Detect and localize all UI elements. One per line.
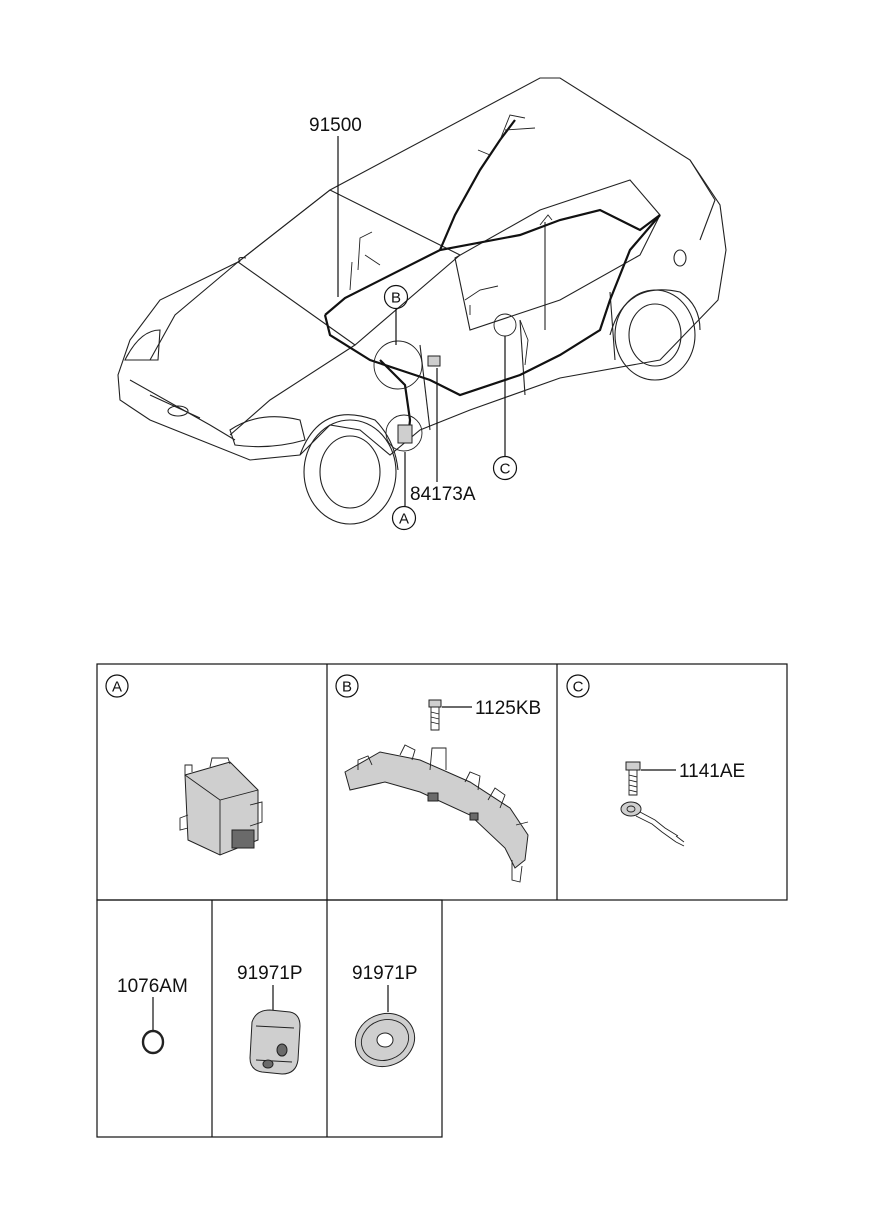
svg-text:B: B: [342, 679, 352, 696]
part-number-91971P-round: 91971P: [352, 963, 418, 984]
part-number-84173A: 84173A: [410, 484, 476, 505]
part-number-1125KB: 1125KB: [475, 698, 541, 719]
panel-c-label: C: [566, 674, 590, 698]
car-illustration: [117, 77, 727, 525]
part-number-91971P-rect: 91971P: [237, 963, 303, 984]
panel-a: A: [105, 674, 263, 856]
part-number-1076AM: 1076AM: [117, 976, 188, 997]
grommet-round-part: [354, 1013, 416, 1067]
panel-c: C 1141AE: [566, 674, 745, 847]
callout-a-marker: A: [391, 505, 417, 531]
ground-terminal-part: [620, 801, 685, 847]
bolt-1141AE-part: [625, 761, 641, 796]
panel-b-label: B: [335, 674, 359, 698]
svg-text:C: C: [500, 461, 511, 478]
control-module-part: [179, 757, 263, 856]
part-number-1141AE: 1141AE: [679, 761, 745, 782]
callout-b-marker: B: [383, 284, 409, 310]
panel-grommet-rect: 91971P: [237, 963, 303, 1075]
svg-text:B: B: [391, 290, 401, 307]
panel-grommet-round: 91971P: [352, 963, 418, 1067]
panel-a-label: A: [105, 674, 129, 698]
panel-ring: 1076AM: [117, 976, 188, 1055]
svg-text:C: C: [573, 679, 584, 696]
panel-b: B 1125KB: [335, 674, 541, 883]
bolt-1125KB-part: [428, 699, 442, 731]
svg-text:A: A: [399, 511, 409, 528]
part-number-91500: 91500: [309, 115, 362, 136]
svg-text:A: A: [112, 679, 122, 696]
bracket-harness-part: [344, 744, 529, 883]
callout-c-marker: C: [492, 455, 518, 481]
grommet-rect-part: [249, 1009, 301, 1075]
ring-part: [141, 1029, 165, 1055]
detail-grid: [96, 663, 788, 1138]
